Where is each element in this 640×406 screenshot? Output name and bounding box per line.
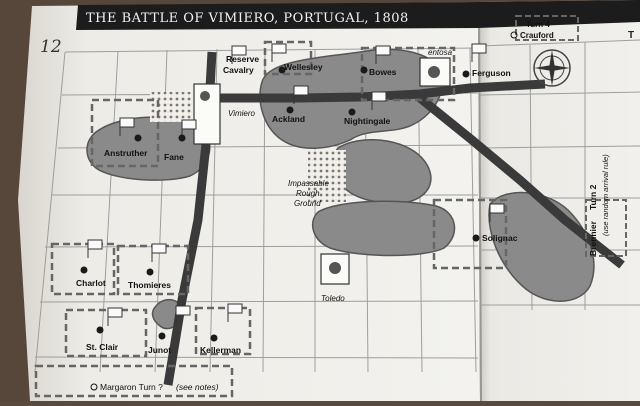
label-kellerman: Kellerman <box>200 345 241 355</box>
flag-icon <box>293 85 309 104</box>
header-bar-right <box>478 0 640 28</box>
label-cavalry: Cavalry <box>223 65 254 75</box>
zone-solignac <box>432 198 508 270</box>
label-turn2: Turn 2 <box>588 184 598 210</box>
zone-wellesley <box>263 40 313 76</box>
unit-dot <box>360 66 368 74</box>
zone-margaron <box>34 364 234 398</box>
flag-icon <box>107 307 123 326</box>
zone-charlot <box>50 242 116 296</box>
label-vimiero: Vimiero <box>228 109 256 118</box>
label-ground: Ground <box>294 199 321 208</box>
page-number: 12 <box>40 37 62 57</box>
unit-dot <box>348 108 356 116</box>
flag-icon <box>227 303 243 322</box>
right-page-letter: T <box>628 30 634 41</box>
label-impassable: Impassable <box>288 179 329 188</box>
flag-icon <box>489 203 505 222</box>
label-junot: Junot <box>148 345 171 355</box>
label-brennier: Brennier <box>588 220 598 256</box>
label-margaron: Margaron Turn ? <box>100 382 163 392</box>
compass-rose-icon <box>533 49 571 87</box>
road-southeast <box>417 94 625 269</box>
zone-st-clair <box>64 308 148 358</box>
label-anstruther: Anstruther <box>104 148 148 158</box>
flag-icon <box>375 45 391 64</box>
flag-icon <box>231 45 247 64</box>
unit-dot <box>158 332 166 340</box>
unit-markers <box>80 66 480 342</box>
unit-dot <box>462 70 470 78</box>
flag-icon <box>371 91 387 110</box>
hill-centre <box>311 200 456 257</box>
unit-dot <box>146 268 154 276</box>
label-ferguson: Ferguson <box>472 68 511 78</box>
label-st-clair: St. Clair <box>86 342 119 352</box>
right-page <box>478 0 640 401</box>
header-bar <box>76 2 478 30</box>
unit-dot <box>278 66 286 74</box>
label-fane: Fane <box>164 152 184 162</box>
label-nightingale: Nightingale <box>344 116 391 126</box>
label-wellesley: Wellesley <box>284 62 323 72</box>
unit-dot <box>472 234 480 242</box>
town-icon-vimiero <box>200 91 210 101</box>
flag-icon <box>471 43 487 62</box>
flag-icon <box>151 243 167 262</box>
unit-dot <box>134 134 142 142</box>
town-icon-toledo <box>329 262 341 274</box>
arrival-circle-icon <box>510 31 518 39</box>
unit-dot <box>210 334 218 342</box>
flag-icon <box>87 239 103 258</box>
label-reserve: Reserve <box>226 54 259 64</box>
label-thomieres: Thomieres <box>128 280 171 290</box>
rough-ground-patch <box>308 150 346 202</box>
deployment-zones <box>34 40 508 398</box>
label-toledo: Toledo <box>321 294 345 303</box>
flag-icon <box>119 117 135 136</box>
label-turn4: Turn 4 <box>526 20 550 29</box>
crauford-box <box>515 15 579 41</box>
label-ackland: Ackland <box>272 114 305 124</box>
flag-icon <box>175 305 191 324</box>
brennier-box <box>585 199 627 257</box>
unit-dot <box>96 326 104 334</box>
unit-dot <box>80 266 88 274</box>
page-header-title: THE BATTLE OF VIMIERO, PORTUGAL, 1808 <box>86 11 409 26</box>
label-bowes: Bowes <box>369 67 397 77</box>
label-see-notes: (see notes) <box>176 382 219 392</box>
arrival-circle-icon <box>90 383 98 391</box>
label-random-arrival: (use random arrival rule) <box>601 154 610 236</box>
label-crauford: Crauford <box>520 31 554 40</box>
flag-icon <box>271 43 287 62</box>
unit-dot <box>178 134 186 142</box>
unit-flags <box>87 43 505 326</box>
zone-bowes <box>360 46 456 102</box>
book-gutter <box>478 1 482 402</box>
unit-dot <box>286 106 294 114</box>
zone-anstruther <box>90 98 160 168</box>
label-charlot: Charlot <box>76 278 106 288</box>
zone-kellerman <box>194 306 252 356</box>
town-icon-ventosa <box>428 66 440 78</box>
label-ventosa: entosa <box>428 48 453 57</box>
label-rough: Rough <box>296 189 320 198</box>
road-east <box>212 79 546 103</box>
label-solignac: Solignac <box>482 233 518 243</box>
